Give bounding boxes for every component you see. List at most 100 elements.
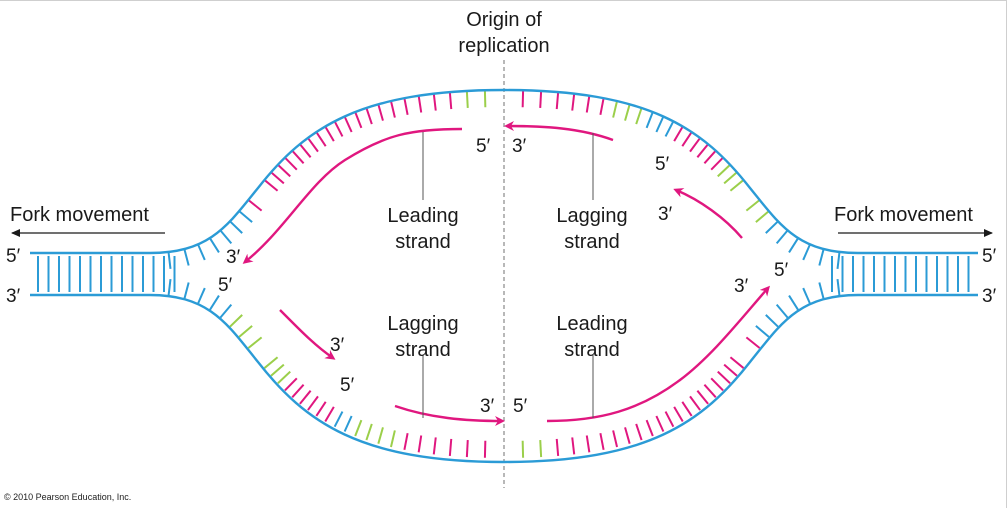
base-pair-rung	[655, 116, 665, 133]
base-pair-rung	[645, 111, 654, 129]
fork-movement-right-label: Fork movement	[834, 204, 973, 226]
base-pair-rung	[229, 220, 243, 234]
base-pair-rung	[299, 390, 312, 405]
base-pair-rung	[448, 438, 453, 457]
base-pair-rung	[571, 437, 576, 455]
base-pair-rung	[775, 229, 789, 244]
primer-rung	[612, 100, 619, 118]
base-pair-rung	[307, 395, 319, 411]
base-pair-rung	[324, 406, 335, 423]
top-leading-label-1: Leading	[387, 205, 458, 227]
top-leading-start-end: 5′	[476, 136, 491, 157]
base-pair-rung	[836, 279, 841, 297]
base-pair-rung	[689, 137, 701, 153]
bottom-lagging-label-2: strand	[395, 339, 451, 361]
top-leading-label-2: strand	[395, 231, 451, 253]
base-pair-rung	[585, 95, 591, 113]
base-pair-rung	[802, 287, 811, 305]
base-pair-rung	[539, 90, 543, 108]
primer-rung	[389, 430, 396, 448]
base-pair-rung	[209, 295, 220, 311]
base-pair-rung	[324, 125, 335, 142]
base-pair-rung	[818, 282, 825, 300]
bottom-lagging-primer2-5prime: 5′	[340, 375, 355, 396]
base-pair-rung	[417, 95, 423, 113]
end-left-top: 5′	[6, 246, 21, 267]
base-pair-rung	[775, 304, 789, 319]
base-pair-rung	[247, 199, 263, 212]
base-pair-rung	[765, 220, 779, 234]
bottom-leading-3prime: 3′	[734, 276, 749, 297]
parental-strand-top	[30, 88, 978, 255]
base-pair-rung	[219, 229, 233, 244]
primer-rung	[263, 356, 279, 369]
primer-rung	[465, 90, 469, 108]
base-pair-rung	[703, 383, 717, 398]
base-pair-rung	[167, 279, 172, 297]
base-pair-rung	[291, 383, 305, 398]
primer-rung	[270, 363, 285, 377]
base-pair-rung	[333, 120, 344, 137]
base-pair-rung	[723, 363, 738, 377]
base-pair-rung	[599, 432, 605, 451]
base-pair-rung	[802, 243, 811, 261]
fork-movement-left-label: Fork movement	[10, 204, 149, 226]
bottom-lagging-end1-3prime: 3′	[330, 335, 345, 356]
base-pair-rung	[183, 282, 190, 300]
bottom-leading-5prime: 5′	[513, 396, 528, 417]
base-pair-rung	[284, 377, 298, 392]
base-pair-rung	[788, 295, 799, 311]
base-pair-rung	[696, 143, 709, 158]
bottom-lagging-label-1: Lagging	[387, 313, 458, 335]
primer-rung	[539, 440, 543, 458]
copyright-notice: © 2010 Pearson Education, Inc.	[4, 492, 131, 502]
primer-rung	[229, 314, 243, 328]
base-pair-rung	[612, 430, 619, 448]
base-pair-rung	[299, 143, 312, 158]
base-pair-rung	[555, 91, 560, 110]
base-pair-rung	[745, 336, 761, 349]
base-pair-rung	[765, 314, 779, 328]
base-pair-rung	[307, 137, 319, 153]
base-pair-rung	[197, 243, 206, 261]
bottom-lagging-fragment-1	[279, 309, 336, 360]
primer-rung	[745, 199, 761, 212]
base-pair-rung	[681, 401, 693, 417]
base-pair-rung	[403, 432, 409, 451]
top-lagging-label-1: Lagging	[556, 205, 627, 227]
base-pair-rung	[354, 111, 363, 129]
label-pointer-lines	[422, 132, 594, 418]
top-lagging-frag2-5prime: 5′	[774, 260, 789, 281]
bottom-leading-label-1: Leading	[556, 313, 627, 335]
base-pair-rung	[197, 287, 206, 305]
base-pair-rung	[645, 419, 654, 437]
base-pair-rung	[788, 237, 799, 253]
rna-primers	[229, 90, 770, 458]
base-pair-rung	[365, 107, 373, 125]
origin-label-line1: Origin of	[466, 9, 542, 31]
base-pair-rung	[571, 93, 576, 111]
primer-rung	[755, 210, 770, 223]
end-right-top: 5′	[982, 246, 997, 267]
base-pair-rung	[836, 251, 841, 269]
base-pair-rung	[389, 100, 396, 118]
base-pair-rung	[315, 131, 327, 147]
base-pair-rung	[635, 423, 643, 441]
base-pair-rung	[818, 248, 825, 266]
top-leading-3prime: 3′	[226, 247, 241, 268]
base-pair-rung	[465, 440, 469, 458]
bottom-leading-strand	[546, 285, 770, 423]
base-pair-rung	[673, 406, 684, 423]
base-pair-rung	[717, 370, 731, 385]
base-pair-rung	[448, 91, 453, 110]
top-lagging-label-2: strand	[564, 231, 620, 253]
primer-rung	[277, 370, 291, 385]
primer-rung	[729, 179, 745, 192]
base-pair-rung	[703, 150, 717, 165]
primer-rung	[247, 336, 263, 349]
base-pair-rung	[673, 125, 684, 142]
primer-rung	[635, 107, 643, 125]
top-lagging-3prime: 3′	[512, 136, 527, 157]
base-pair-rung	[333, 411, 344, 428]
bottom-lagging-end2-3prime: 3′	[480, 396, 495, 417]
